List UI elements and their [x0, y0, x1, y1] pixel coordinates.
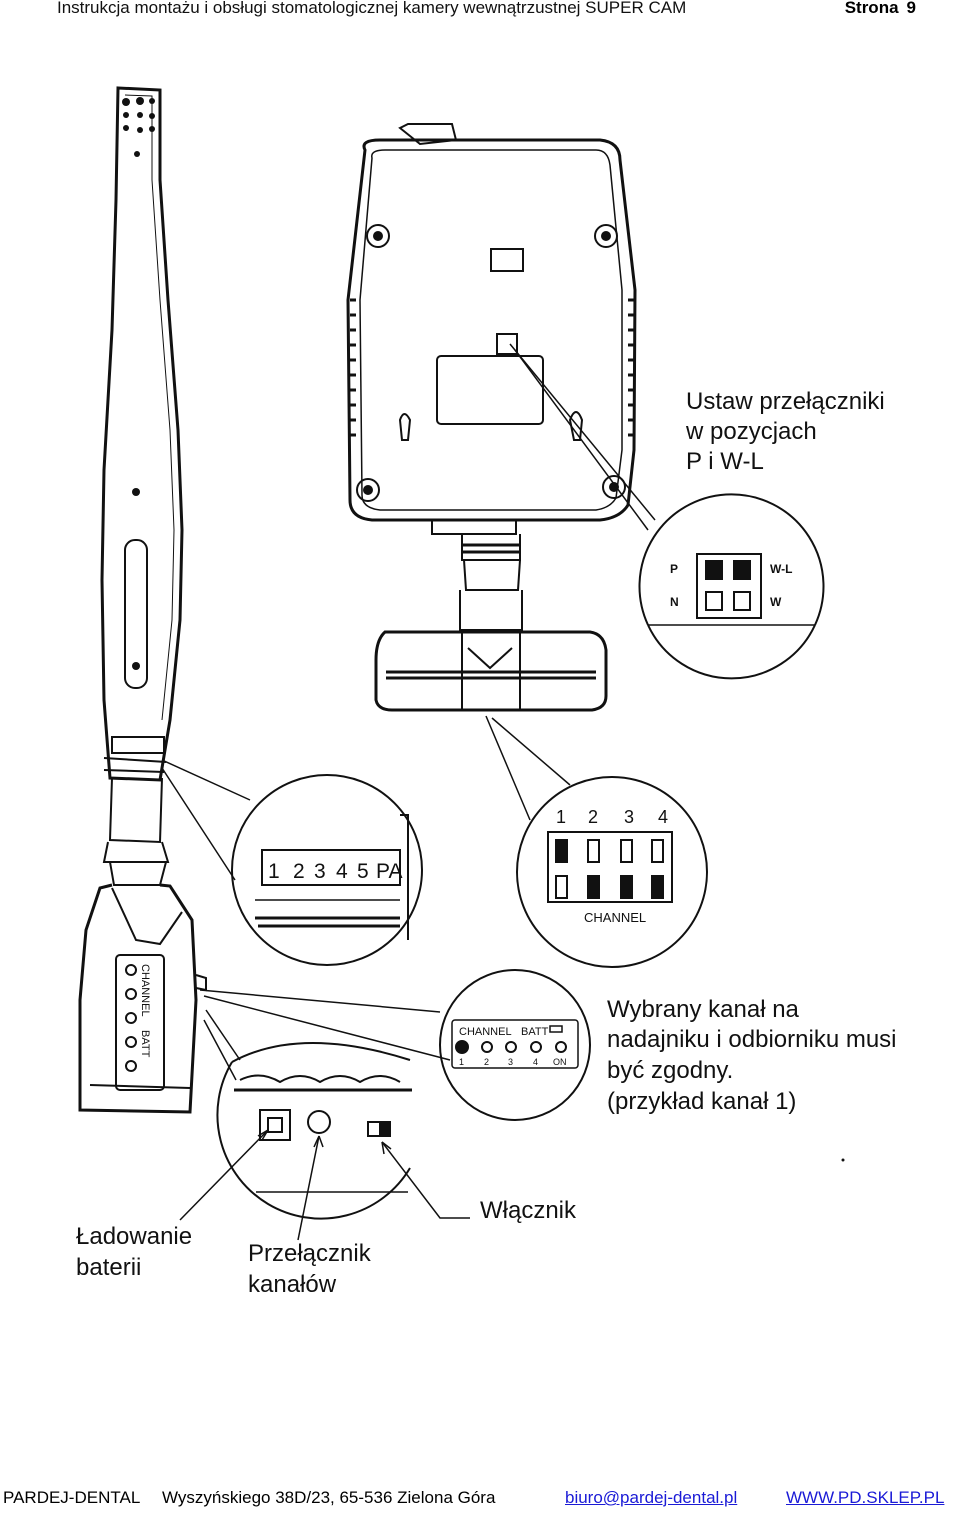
channel-dip-label: CHANNEL: [584, 910, 646, 925]
panel-number-1: 1: [459, 1057, 464, 1067]
panel-channel-label: CHANNEL: [459, 1026, 512, 1038]
panel-number-3: 3: [508, 1057, 513, 1067]
document-title: Instrukcja montażu i obsługi stomatologi…: [57, 0, 687, 17]
panel-on-label: ON: [553, 1057, 567, 1067]
strip-number-2: 2: [293, 860, 305, 883]
channel-switch-line-2: kanałów: [248, 1271, 337, 1298]
battery-charging-line-1: Ładowanie: [76, 1223, 193, 1250]
channel-note-line-4: (przykład kanał 1): [607, 1088, 797, 1115]
zoom-bottom-controls: [216, 1042, 412, 1220]
handle-channel-label: CHANNEL: [139, 964, 151, 1017]
switch-instruction-line-3: P i W-L: [686, 448, 764, 475]
switch-instruction-line-2: w pozycjach: [686, 418, 817, 445]
strip-number-1: 1: [268, 860, 280, 883]
page-number: 9: [906, 0, 916, 17]
strip-number-5: 5: [357, 860, 369, 883]
channel-note-line-2: nadajniku i odbiorniku musi: [607, 1026, 897, 1053]
channel-note-line-1: Wybrany kanał na: [607, 996, 799, 1023]
strip-number-3: 3: [314, 860, 326, 883]
panel-number-2: 2: [484, 1057, 489, 1067]
dip-label-p: P: [670, 562, 678, 576]
channel-dip-number-3: 3: [624, 807, 634, 827]
zoom-camera-strip: [231, 774, 423, 966]
footer-address: Wyszyńskiego 38D/23, 65-536 Zielona Góra: [162, 1488, 496, 1507]
camera-wand: [78, 86, 207, 1114]
footer-email-link[interactable]: biuro@pardej-dental.pl: [565, 1488, 738, 1507]
strip-suffix: PA: [376, 860, 402, 883]
page-label: Strona: [844, 0, 899, 17]
zoom-channel-dip: [516, 776, 708, 968]
receiver-unit: [346, 123, 637, 712]
panel-batt-label: BATT: [521, 1026, 549, 1038]
callout-arrows: [179, 1129, 470, 1241]
channel-dip-number-4: 4: [658, 807, 668, 827]
dip-label-w: W: [770, 595, 782, 609]
channel-dip-number-2: 2: [588, 807, 598, 827]
power-switch-label: Włącznik: [480, 1197, 577, 1224]
channel-switch-line-1: Przełącznik: [248, 1240, 371, 1267]
dip-label-n: N: [670, 595, 679, 609]
battery-charging-line-2: baterii: [76, 1254, 142, 1281]
page-indicator: Strona 9: [837, 0, 916, 18]
strip-number-4: 4: [336, 860, 348, 883]
dip-label-wl: W-L: [770, 562, 792, 576]
zoom-channel-panel: [439, 969, 591, 1121]
footer-company: PARDEJ-DENTAL: [3, 1488, 141, 1507]
page-header: Instrukcja montażu i obsługi stomatologi…: [0, 0, 960, 22]
handle-batt-label: BATT: [139, 1030, 151, 1058]
switch-instruction-line-1: Ustaw przełączniki: [686, 388, 885, 415]
footer-website-link[interactable]: WWW.PD.SKLEP.PL: [786, 1488, 945, 1507]
panel-number-4: 4: [533, 1057, 538, 1067]
channel-dip-number-1: 1: [556, 807, 566, 827]
leader-lines: [161, 759, 451, 1081]
channel-note-line-3: być zgodny.: [607, 1057, 734, 1084]
page-footer: PARDEJ-DENTAL Wyszyńskiego 38D/23, 65-53…: [0, 1488, 960, 1512]
zoom-receiver-dip: [638, 493, 825, 680]
